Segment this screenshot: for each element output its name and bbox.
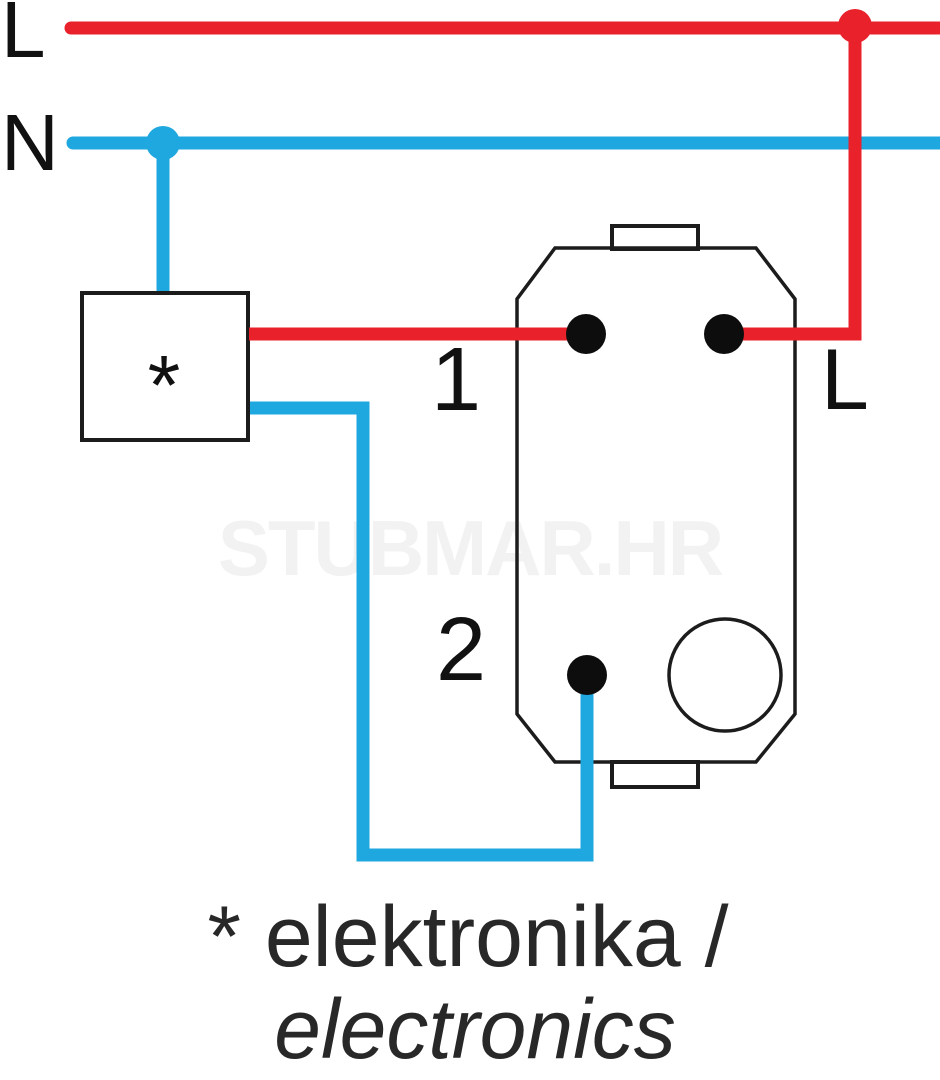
terminal-l-label: L <box>821 332 869 428</box>
neutral-bus-label: N <box>1 98 59 187</box>
live-drop-wire <box>724 28 862 341</box>
caption-line1: * elektronika / <box>207 889 728 985</box>
device-top-tab <box>610 224 700 251</box>
dimmer-knob-circle <box>667 617 783 733</box>
switch-device <box>515 224 797 789</box>
terminal-2-label: 2 <box>436 600 486 700</box>
device-terminals <box>566 314 744 695</box>
watermark-text: STUBMAR.HR <box>218 504 723 592</box>
live-wiring <box>64 9 940 341</box>
neutral-return-wire <box>249 401 594 862</box>
component-box <box>80 291 250 442</box>
terminal-1-dot <box>566 314 606 354</box>
terminal-l-dot <box>704 314 744 354</box>
terminal-1-label: 1 <box>431 330 481 430</box>
terminal-2-dot <box>567 655 607 695</box>
caption-line2: electronics <box>274 982 676 1076</box>
live-bus-label: L <box>1 0 46 74</box>
device-outline <box>515 246 797 764</box>
live-junction-dot <box>838 9 872 43</box>
device-bottom-tab <box>610 760 700 789</box>
component-box-symbol: * <box>148 338 181 432</box>
neutral-wiring <box>66 126 940 862</box>
neutral-junction-dot <box>146 126 180 160</box>
